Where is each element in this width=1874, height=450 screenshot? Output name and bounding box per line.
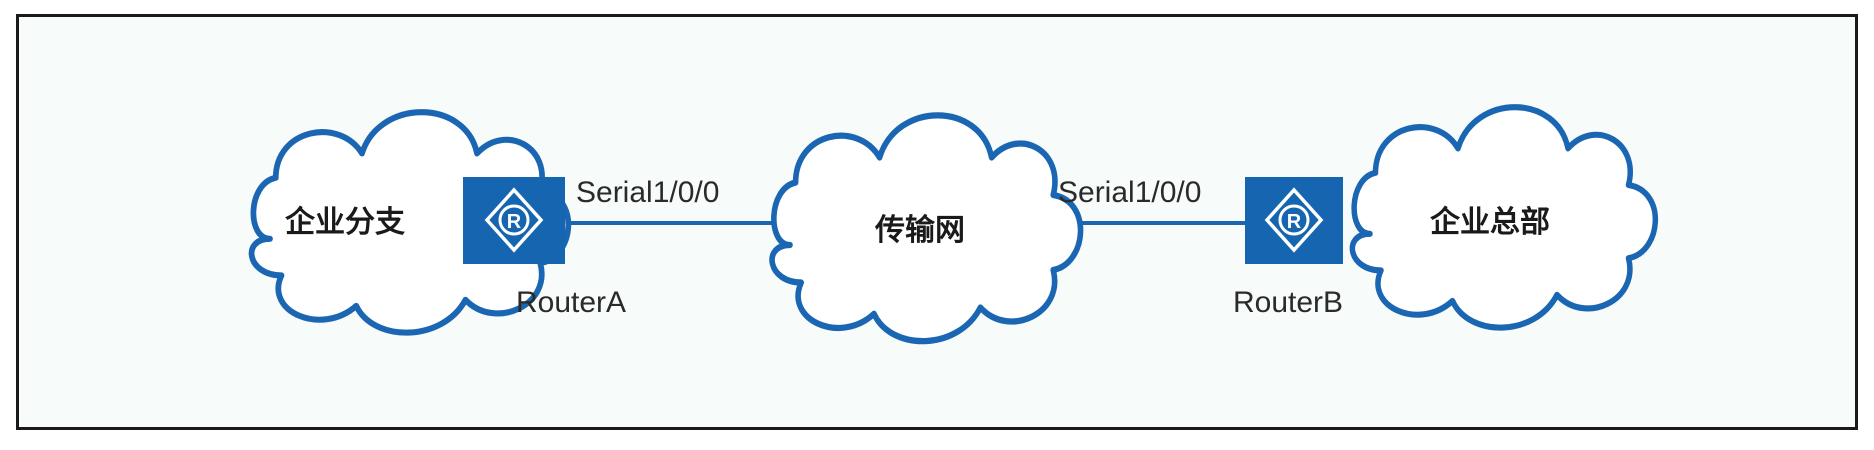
- router-b-port-label: Serial1/0/0: [1058, 176, 1201, 209]
- cloud-transport-label: 传输网: [874, 213, 965, 248]
- router-b-glyph: R: [1287, 211, 1302, 233]
- router-a-port-label: Serial1/0/0: [576, 176, 719, 209]
- router-a-name: RouterA: [516, 286, 626, 319]
- router-b-name: RouterB: [1233, 286, 1343, 319]
- router-b[interactable]: R: [1245, 177, 1343, 264]
- router-a-glyph: R: [507, 211, 522, 233]
- router-a[interactable]: R: [463, 177, 565, 264]
- cloud-branch-label: 企业分支: [285, 205, 405, 240]
- cloud-headquarters-label: 企业总部: [1430, 205, 1550, 240]
